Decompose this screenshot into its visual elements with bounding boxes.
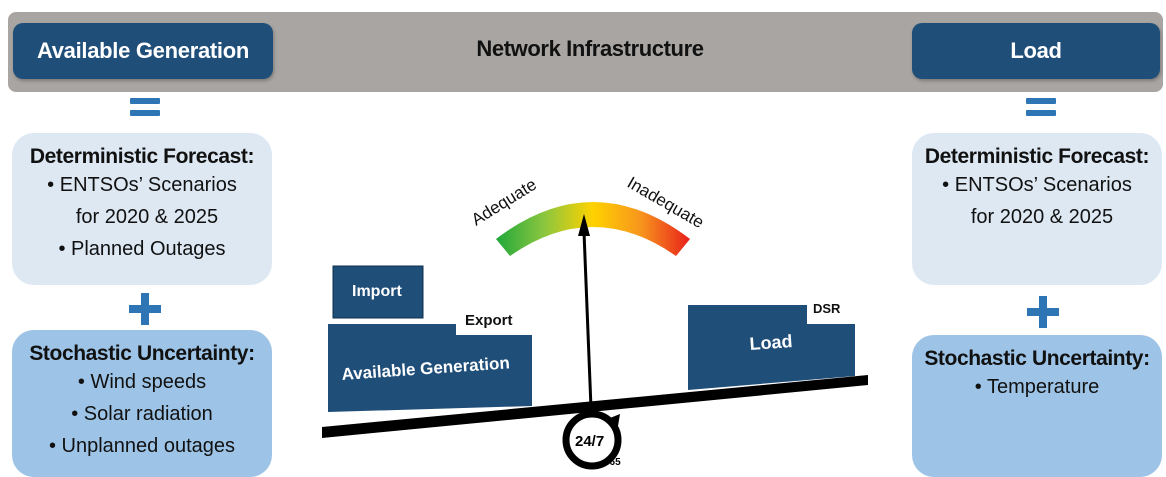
needle-arrowhead-icon [578,214,590,236]
plus-icon-right [1027,296,1059,328]
right-deterministic-line: for 2020 & 2025 [970,206,1114,228]
left-deterministic-line: • Planned Outages [58,238,226,260]
equals-icon-left [130,98,160,116]
export-label: Export [465,312,513,329]
right-stochastic-box: Stochastic Uncertainty: • Temperature [912,335,1162,477]
left-stochastic-title: Stochastic Uncertainty: [29,342,255,365]
right-stochastic-title: Stochastic Uncertainty: [924,347,1150,370]
left-stochastic-line: • Solar radiation [71,403,213,425]
left-stochastic-line: • Wind speeds [77,371,207,393]
left-stochastic-line: • Unplanned outages [48,435,236,457]
available-generation-block [328,324,532,412]
right-stochastic-line: • Temperature [974,376,1100,398]
load-header: Load [912,23,1160,79]
import-label: Import [352,283,402,300]
right-deterministic-box: Deterministic Forecast: • ENTSOs’ Scenar… [912,133,1162,285]
load-block-label: Load [749,331,793,354]
left-deterministic-line: • ENTSOs’ Scenarios [47,174,237,196]
available-generation-header: Available Generation [13,23,273,79]
clock-sub-label: 365 [604,457,621,468]
plus-icon-left [129,293,161,325]
network-infrastructure-title: Network Infrastructure [476,36,704,61]
right-deterministic-line: • ENTSOs’ Scenarios [942,174,1132,196]
import-block [332,265,424,319]
left-deterministic-box: Deterministic Forecast: • ENTSOs’ Scenar… [12,133,272,285]
load-block [688,305,855,390]
gauge-needle [582,231,593,409]
left-deterministic-line: for 2020 & 2025 [75,206,219,228]
right-deterministic-title: Deterministic Forecast: [924,145,1150,168]
equals-icon-right [1026,98,1056,116]
clock-main-label: 24/7 [575,433,604,450]
balance-beam [322,375,868,438]
dsr-label: DSR [813,301,841,316]
clock-24-7-icon: 24/7 365 [562,410,622,470]
left-stochastic-box: Stochastic Uncertainty: • Wind speeds • … [12,330,272,477]
left-deterministic-title: Deterministic Forecast: [29,145,255,168]
gauge-arc [496,202,690,256]
adequacy-balance-illustration: Adequate Inadequate Import Export Availa… [322,173,868,470]
